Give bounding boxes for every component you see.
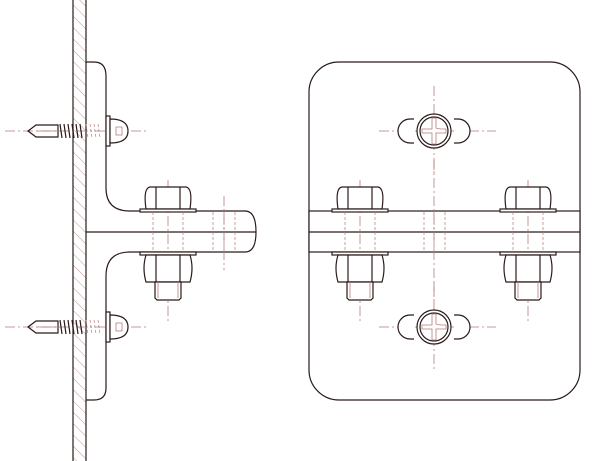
side-view: [4, 0, 257, 461]
wing-nut-top: [378, 85, 497, 174]
bolt-right: [499, 179, 557, 325]
wall-section: [73, 0, 86, 461]
bolt-left: [331, 179, 389, 325]
bracket-profile: [86, 61, 257, 401]
bolt-nut: [139, 179, 197, 325]
front-view: [308, 61, 581, 401]
wing-nut-bottom: [378, 281, 497, 370]
